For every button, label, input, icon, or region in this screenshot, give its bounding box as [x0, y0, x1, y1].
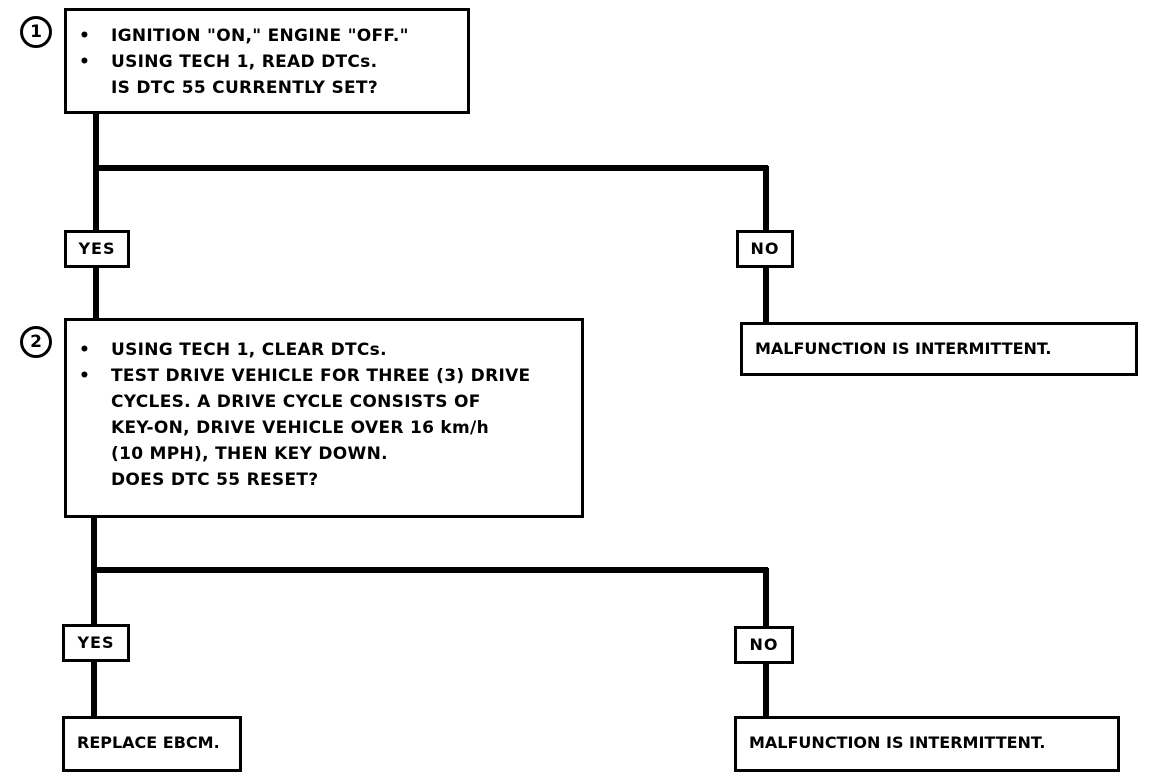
result-no-2-text: MALFUNCTION IS INTERMITTENT.: [749, 733, 1046, 752]
bullet-icon: •: [79, 366, 91, 386]
yes-label-2-text: YES: [77, 633, 115, 652]
step-2-bullet-2-line-4: (10 MPH), THEN KEY DOWN.: [111, 444, 388, 464]
step-2-number: 2: [20, 326, 52, 358]
step-1-bullet-2-text: USING TECH 1, READ DTCs.: [111, 52, 378, 72]
step-1-box: • IGNITION "ON," ENGINE "OFF." • USING T…: [64, 8, 470, 114]
bullet-icon: •: [79, 52, 91, 72]
bullet-icon: •: [79, 340, 91, 360]
step-2-box: • USING TECH 1, CLEAR DTCs. • TEST DRIVE…: [64, 318, 584, 518]
step-1-number-text: 1: [30, 22, 42, 42]
step-1-bullet-1-text: IGNITION "ON," ENGINE "OFF.": [111, 26, 409, 46]
no-label-1: NO: [736, 230, 794, 268]
no-label-2: NO: [734, 626, 794, 664]
yes-label-2: YES: [62, 624, 130, 662]
step-1-question: IS DTC 55 CURRENTLY SET?: [111, 78, 378, 98]
step-2-number-text: 2: [30, 332, 42, 352]
step-2-bullet-2-line-2: CYCLES. A DRIVE CYCLE CONSISTS OF: [111, 392, 481, 412]
step-2-question: DOES DTC 55 RESET?: [111, 470, 319, 490]
step-1-bullet-2: • USING TECH 1, READ DTCs.: [67, 49, 467, 75]
no-label-2-text: NO: [749, 635, 779, 654]
step-2-bullet-2-line-3: KEY-ON, DRIVE VEHICLE OVER 16 km/h: [111, 418, 489, 438]
step-2-bullet-1: • USING TECH 1, CLEAR DTCs.: [67, 337, 581, 363]
result-no-1-text: MALFUNCTION IS INTERMITTENT.: [755, 339, 1052, 358]
result-yes-2: REPLACE EBCM.: [62, 716, 242, 772]
yes-label-1-text: YES: [78, 239, 116, 258]
step-1-bullet-1: • IGNITION "ON," ENGINE "OFF.": [67, 23, 467, 49]
step-2-bullet-1-text: USING TECH 1, CLEAR DTCs.: [111, 340, 387, 360]
bullet-icon: •: [79, 26, 91, 46]
no-label-1-text: NO: [750, 239, 780, 258]
result-no-2: MALFUNCTION IS INTERMITTENT.: [734, 716, 1120, 772]
result-no-1: MALFUNCTION IS INTERMITTENT.: [740, 322, 1138, 376]
step-2-bullet-2: • TEST DRIVE VEHICLE FOR THREE (3) DRIVE: [67, 363, 581, 389]
result-yes-2-text: REPLACE EBCM.: [77, 733, 220, 752]
yes-label-1: YES: [64, 230, 130, 268]
step-2-bullet-2-line-1: TEST DRIVE VEHICLE FOR THREE (3) DRIVE: [111, 366, 531, 386]
step-1-number: 1: [20, 16, 52, 48]
